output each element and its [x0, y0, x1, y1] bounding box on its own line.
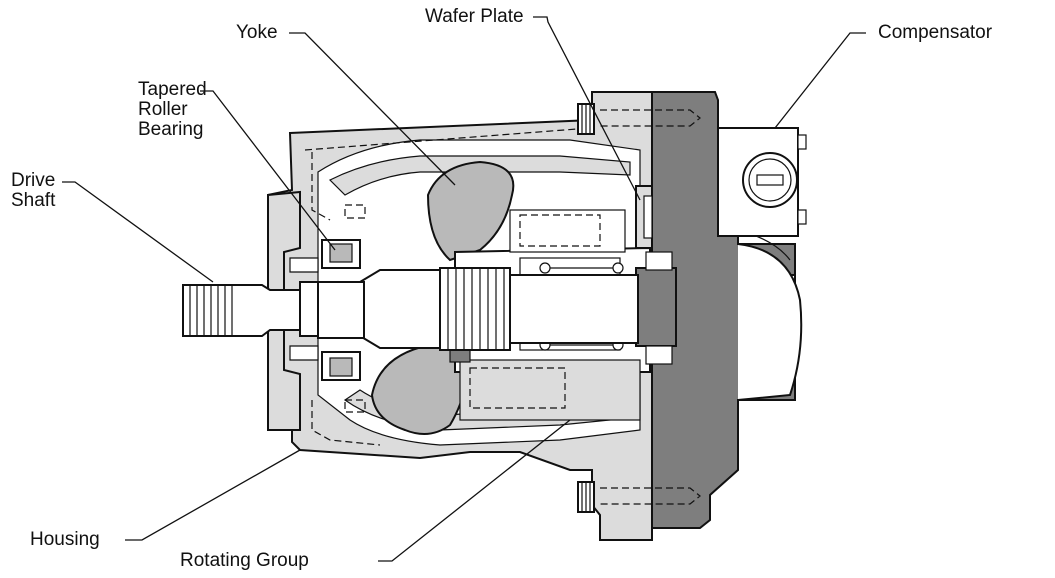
label-wafer-plate: Wafer Plate: [425, 6, 524, 27]
wafer-plate: [635, 185, 653, 249]
label-tapered-roller-bearing: Tapered Roller Bearing: [138, 80, 207, 140]
yoke: [370, 160, 515, 435]
label-tapered: Tapered: [138, 79, 207, 100]
label-roller: Roller: [138, 99, 188, 120]
label-rotating-group: Rotating Group: [180, 550, 309, 571]
bolt-top: [577, 103, 701, 135]
label-compensator: Compensator: [878, 22, 993, 43]
label-drive-shaft: Drive Shaft: [11, 171, 55, 211]
leader-lines: [62, 16, 866, 562]
front-bearings: [289, 239, 361, 381]
rear-bearing: [635, 251, 677, 365]
drive-shaft: [182, 267, 639, 351]
label-shaft: Shaft: [11, 190, 56, 211]
label-housing: Housing: [30, 529, 100, 550]
bolt-bottom: [577, 481, 701, 513]
compensator-body: [717, 127, 807, 237]
label-yoke: Yoke: [236, 22, 278, 43]
label-bearing: Bearing: [138, 119, 204, 140]
label-drive: Drive: [11, 170, 56, 191]
